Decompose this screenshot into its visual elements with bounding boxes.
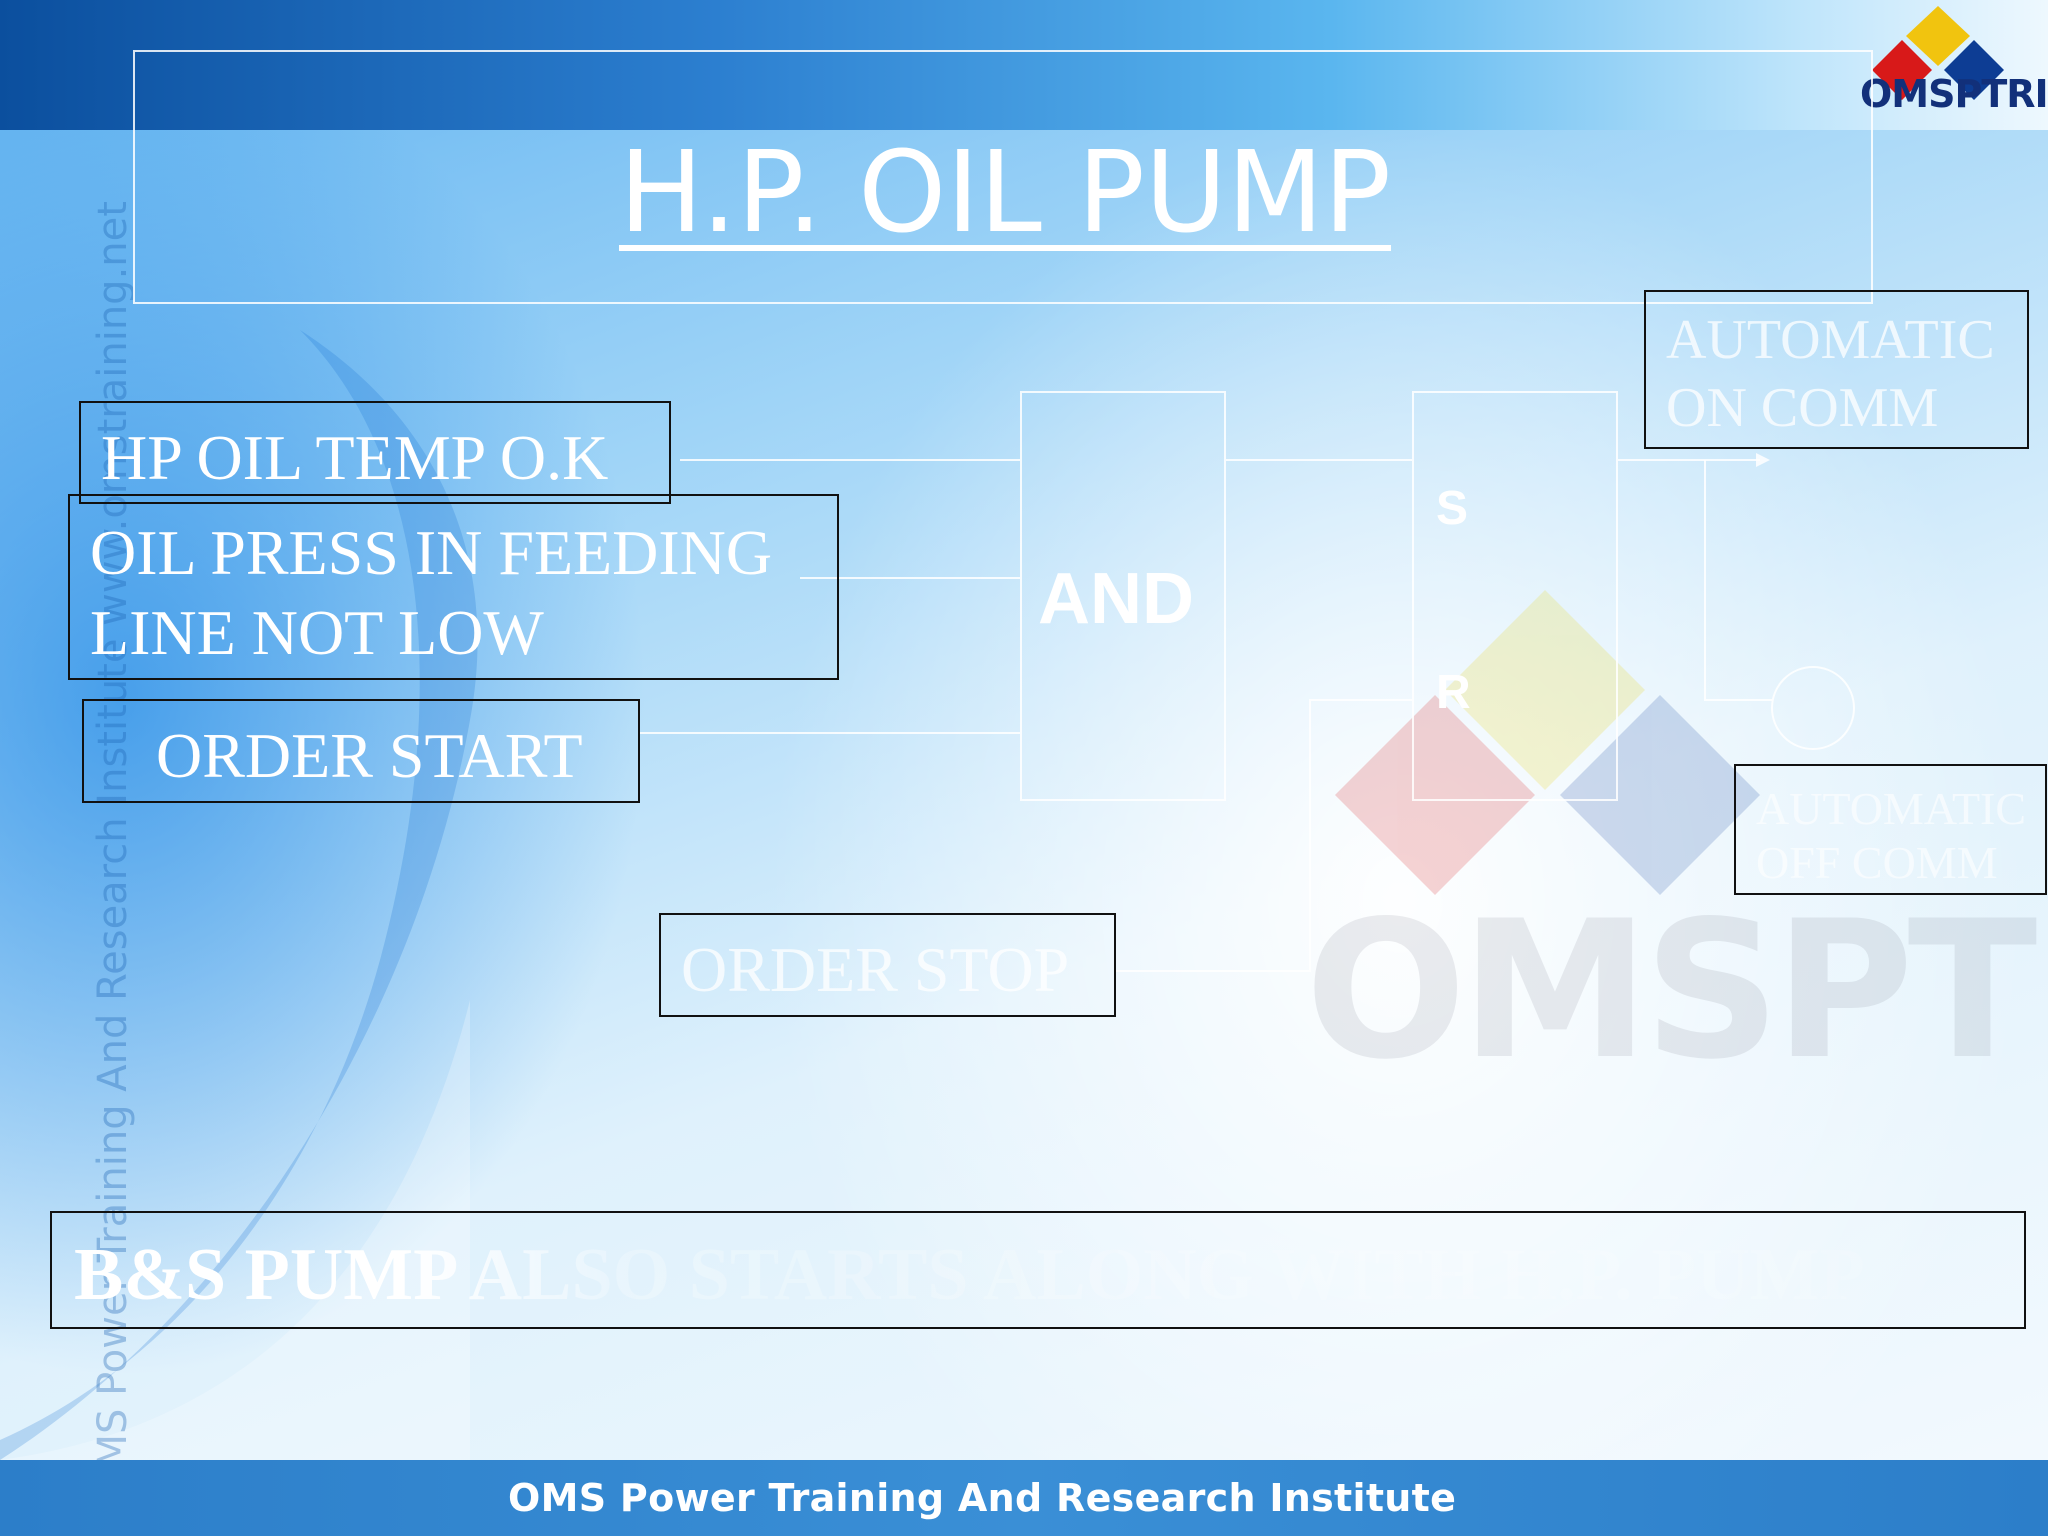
logo-text: OMSPTRI bbox=[1860, 72, 2048, 116]
order-stop-label: ORDER STOP bbox=[681, 934, 1070, 1005]
automatic-off-label-line2: OFF COMM bbox=[1756, 837, 1998, 888]
bs-pump-note: B&S PUMP ALSO STARTS ALONG WITH H.P. PUM… bbox=[74, 1234, 1865, 1316]
title-text: H.P. OIL PUMP bbox=[618, 128, 1392, 258]
oil-press-label-line1: OIL PRESS IN FEEDING bbox=[90, 517, 773, 588]
reset-label: R bbox=[1436, 666, 1471, 719]
hp-oil-temp-box: HP OIL TEMP O.K bbox=[79, 401, 671, 504]
bs-pump-note-box: B&S PUMP ALSO STARTS ALONG WITH H.P. PUM… bbox=[50, 1211, 2026, 1329]
set-label: S bbox=[1436, 482, 1469, 535]
automatic-on-comm-box: AUTOMATIC ON COMM bbox=[1644, 290, 2029, 449]
oil-press-label-line2: LINE NOT LOW bbox=[90, 597, 544, 668]
output-arrow-head bbox=[1756, 453, 1770, 467]
automatic-on-label-line1: AUTOMATIC bbox=[1666, 309, 1995, 371]
sr-flipflop: S R bbox=[1412, 391, 1618, 801]
header-band bbox=[0, 0, 2048, 130]
order-start-box: ORDER START bbox=[82, 699, 640, 803]
automatic-off-label-line1: AUTOMATIC bbox=[1756, 783, 2027, 834]
footer-bar: OMS Power Training And Research Institut… bbox=[0, 1460, 2048, 1536]
omsptri-logo bbox=[1872, 6, 2004, 100]
footer-text: OMS Power Training And Research Institut… bbox=[508, 1476, 1457, 1520]
hp-oil-temp-label: HP OIL TEMP O.K bbox=[101, 422, 609, 493]
watermark-text: OMSPTRI bbox=[1305, 880, 2048, 1101]
and-gate: AND bbox=[1020, 391, 1226, 801]
inverter-circle bbox=[1771, 666, 1855, 750]
and-gate-label: AND bbox=[1038, 559, 1194, 639]
page-title: H.P. OIL PUMP bbox=[0, 128, 2010, 258]
automatic-on-label-line2: ON COMM bbox=[1666, 377, 1939, 439]
order-stop-box: ORDER STOP bbox=[659, 913, 1116, 1017]
oil-press-box: OIL PRESS IN FEEDING LINE NOT LOW bbox=[68, 494, 839, 680]
title-frame bbox=[133, 50, 1873, 304]
watermark-diamonds bbox=[1335, 590, 1760, 895]
automatic-off-comm-box: AUTOMATIC OFF COMM bbox=[1734, 764, 2047, 895]
order-start-label: ORDER START bbox=[156, 720, 583, 791]
